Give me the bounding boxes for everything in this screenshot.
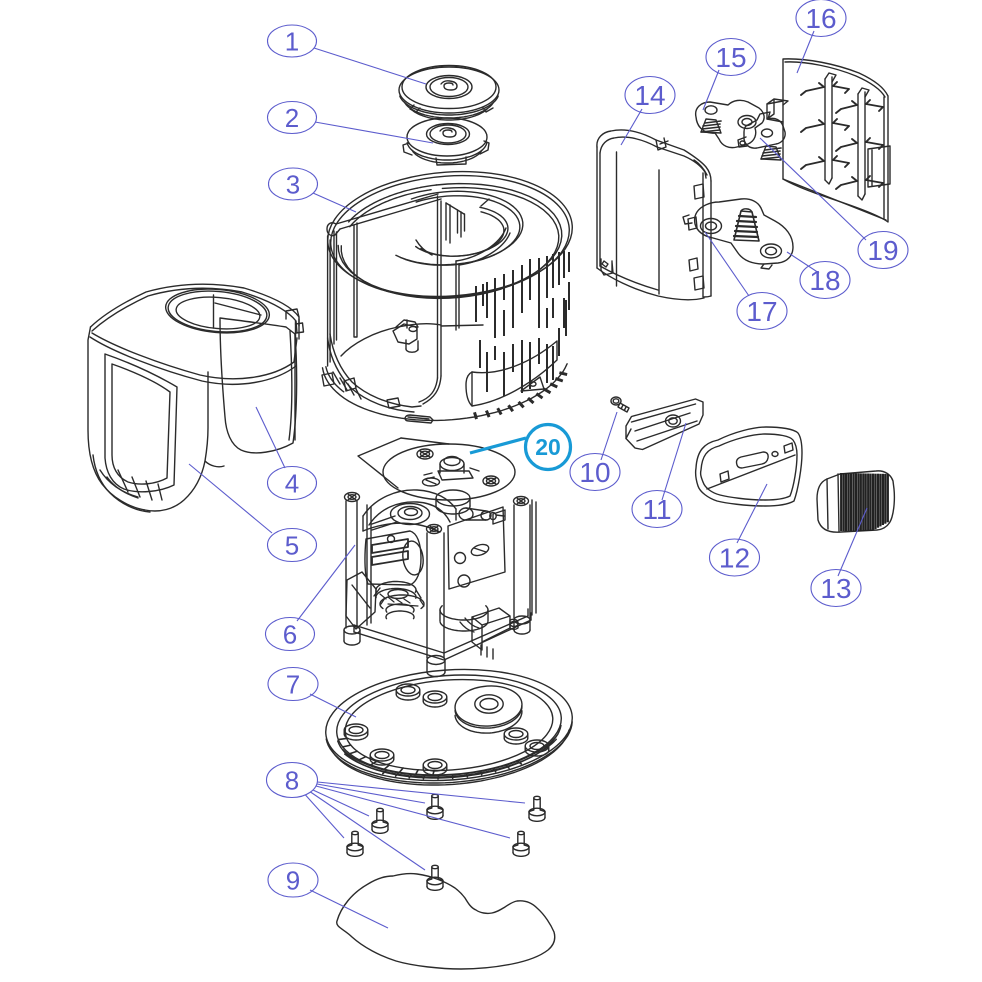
svg-text:20: 20 <box>535 434 561 460</box>
svg-text:5: 5 <box>285 530 299 560</box>
svg-text:2: 2 <box>285 103 299 133</box>
svg-text:1: 1 <box>285 26 299 56</box>
svg-text:14: 14 <box>634 80 665 111</box>
svg-text:10: 10 <box>579 457 610 488</box>
svg-text:17: 17 <box>746 296 777 327</box>
svg-text:9: 9 <box>286 865 300 895</box>
svg-text:4: 4 <box>285 468 299 498</box>
svg-text:16: 16 <box>805 3 836 34</box>
svg-text:7: 7 <box>286 669 300 699</box>
svg-text:11: 11 <box>642 494 671 525</box>
svg-text:13: 13 <box>820 573 851 604</box>
svg-text:3: 3 <box>286 169 300 199</box>
svg-text:12: 12 <box>719 543 750 574</box>
svg-text:8: 8 <box>285 765 299 795</box>
svg-text:18: 18 <box>809 265 840 296</box>
svg-text:6: 6 <box>283 619 297 649</box>
svg-text:19: 19 <box>867 235 898 266</box>
svg-text:15: 15 <box>715 42 746 73</box>
